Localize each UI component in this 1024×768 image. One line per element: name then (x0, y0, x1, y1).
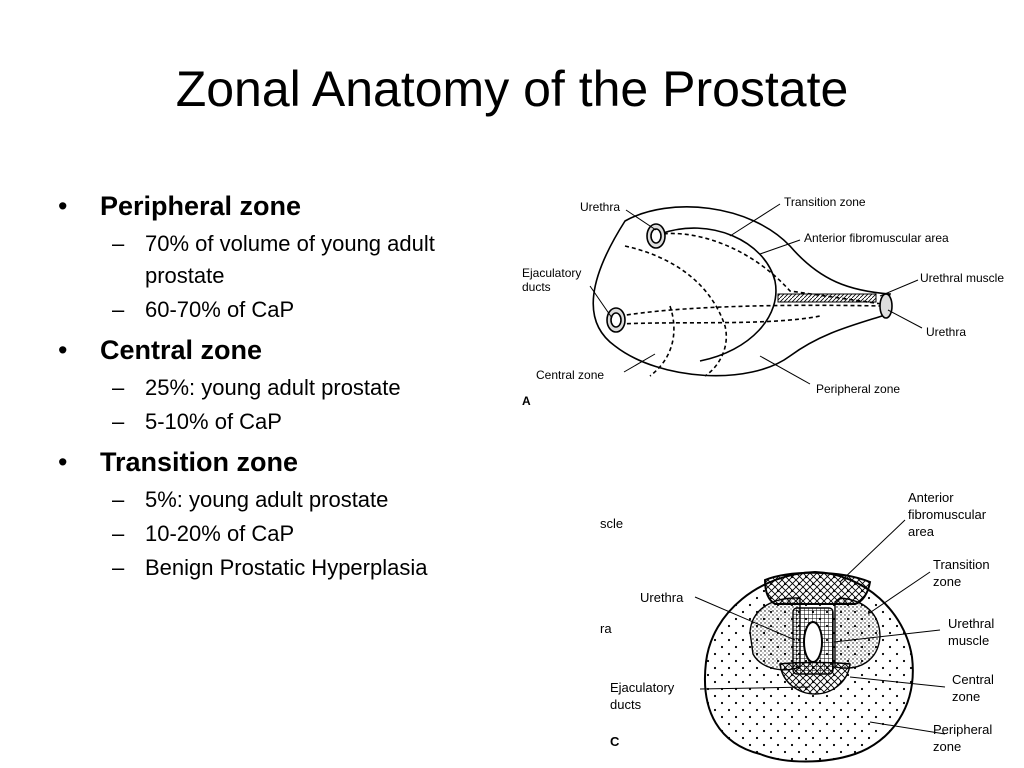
label-urethral: Urethral (948, 616, 994, 631)
label-peripheral: Peripheral (933, 722, 992, 737)
panel-letter-a: A (522, 394, 531, 408)
slide-title: Zonal Anatomy of the Prostate (175, 61, 849, 117)
sub-bullet: –Benign Prostatic Hyperplasia (112, 555, 428, 580)
label-fibromuscular: fibromuscular (908, 507, 987, 522)
sub-bullet-text: 10-20% of CaP (145, 521, 295, 546)
leader-lines-c (694, 519, 946, 735)
prostate-body (592, 206, 893, 377)
sub-bullet: –10-20% of CaP (112, 521, 295, 546)
label-ejaculatory-c: Ejaculatory (610, 680, 675, 695)
prostate-lateral-diagram: Urethra Transition zone Anterior fibromu… (522, 195, 1004, 408)
label-central: Central (952, 672, 994, 687)
sub-bullet-text: 5-10% of CaP (145, 409, 282, 434)
sub-bullet: –5%: young adult prostate (112, 487, 389, 512)
label-anterior: Anterior (908, 490, 954, 505)
cut-label-area: ra (600, 621, 612, 636)
label-ducts: ducts (522, 280, 551, 294)
bullet-transition-zone: Transition zone (58, 442, 498, 482)
label-ducts-c: ducts (610, 697, 642, 712)
label-transition: Transition (933, 557, 990, 572)
sub-bullet-text: 25%: young adult prostate (145, 375, 401, 400)
sub-bullet-text: 70% of volume of young adult prostate (145, 231, 435, 288)
label-central-zone-c: zone (952, 689, 980, 704)
sub-bullet-text: 60-70% of CaP (145, 297, 295, 322)
label-urethral-muscle-c: muscle (948, 633, 989, 648)
label-transition-zone-c: zone (933, 574, 961, 589)
label-anterior-fibromuscular: Anterior fibromuscular area (804, 231, 949, 245)
cross-section-body (704, 570, 914, 763)
figure-a-labels: Urethra Transition zone Anterior fibromu… (522, 195, 1004, 408)
label-urethral-muscle: Urethral muscle (920, 271, 1004, 285)
bullet-peripheral-zone: Peripheral zone (58, 186, 498, 226)
bullet-list: Peripheral zone –70% of volume of young … (58, 182, 498, 584)
cut-label-muscle: scle (600, 516, 623, 531)
label-urethra-right: Urethra (926, 325, 966, 339)
label-peripheral-zone-c: zone (933, 739, 961, 754)
prostate-cross-section-diagram: scle ra Anterior fibromuscular area Tran… (600, 490, 994, 763)
sub-bullet: –5-10% of CaP (112, 409, 282, 434)
panel-letter-c: C (610, 734, 620, 749)
sub-bullet: –25%: young adult prostate (112, 375, 401, 400)
label-urethra: Urethra (580, 200, 620, 214)
label-ejaculatory: Ejaculatory (522, 266, 581, 280)
sub-bullet: –60-70% of CaP (112, 297, 295, 322)
label-transition-zone: Transition zone (784, 195, 866, 209)
label-central-zone: Central zone (536, 368, 604, 382)
bullet-central-zone: Central zone (58, 330, 498, 370)
sub-bullet-text: Benign Prostatic Hyperplasia (145, 555, 428, 580)
figure-c-labels: scle ra Anterior fibromuscular area Tran… (600, 490, 994, 754)
label-urethra-c: Urethra (640, 590, 684, 605)
sub-bullet: –70% of volume of young adult prostate (112, 231, 435, 288)
leader-lines (589, 203, 923, 385)
label-area: area (908, 524, 935, 539)
sub-bullet-text: 5%: young adult prostate (145, 487, 389, 512)
label-peripheral-zone: Peripheral zone (816, 382, 900, 396)
